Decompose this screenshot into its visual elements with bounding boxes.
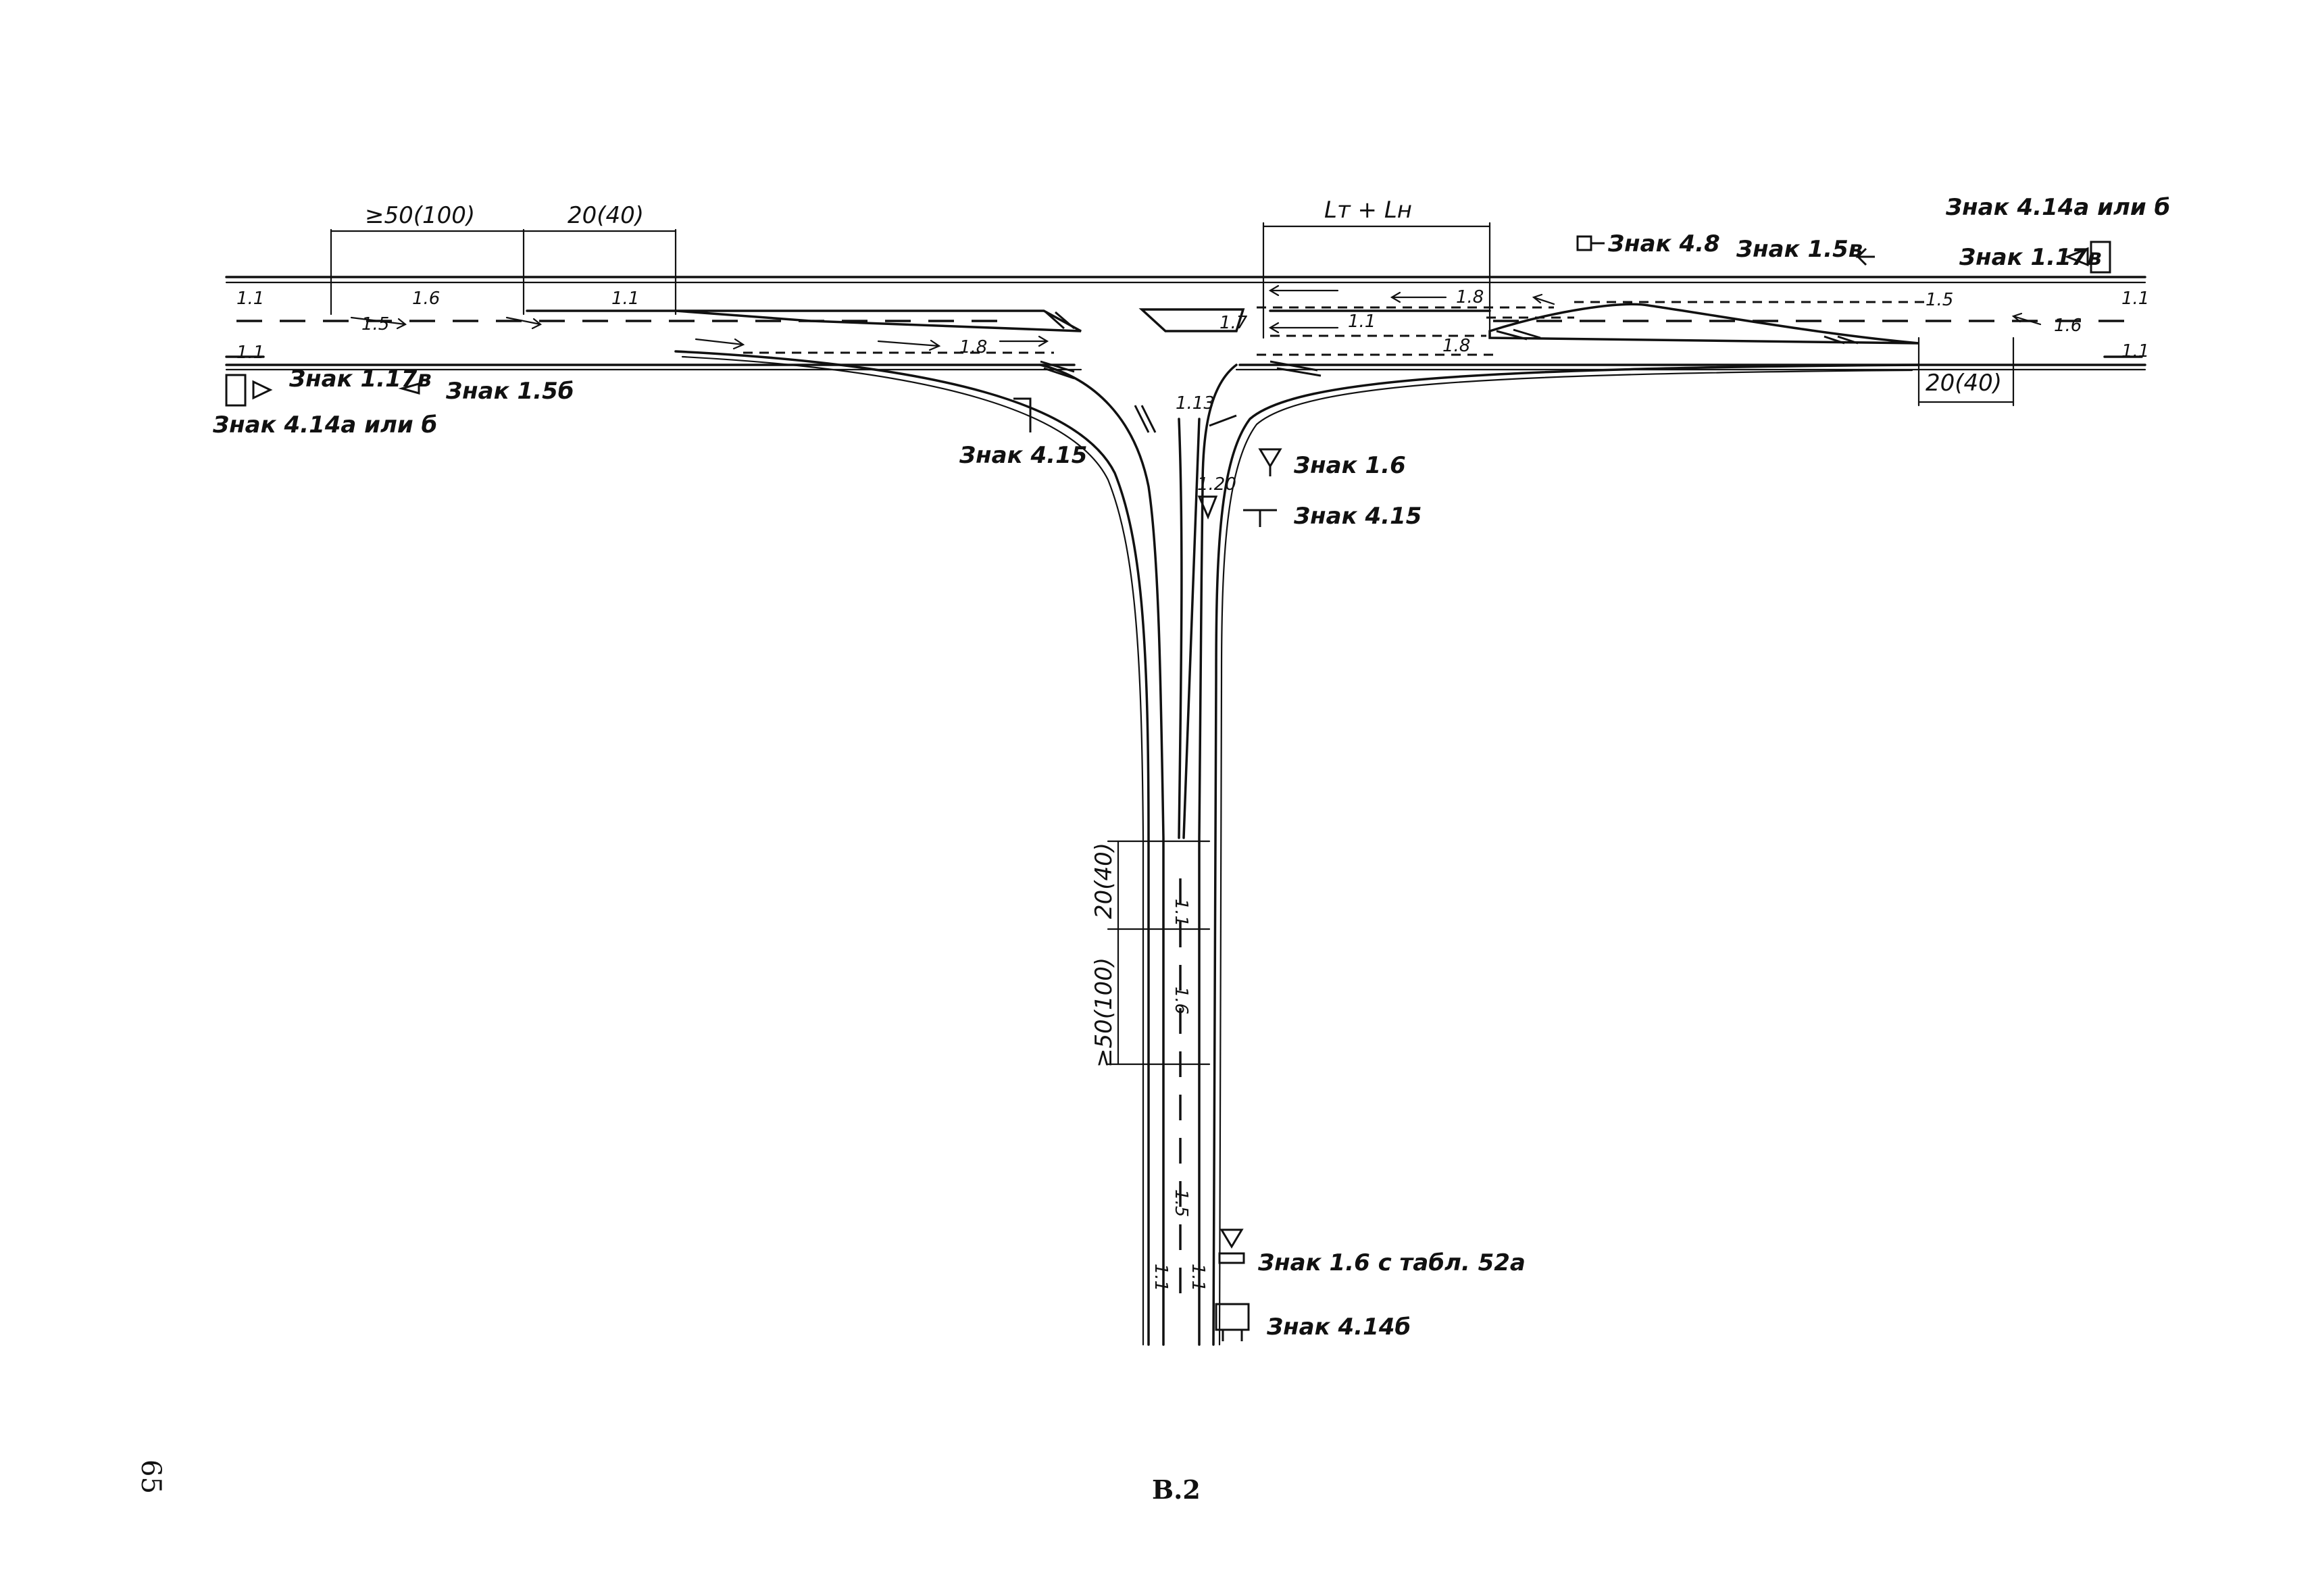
dimension-label: 20(40) [1090,843,1117,919]
dimension-label: Lт + Lн [1324,197,1412,224]
marking-label: 1.1 [1151,1264,1171,1291]
marking-label: 1.1 [1188,1264,1208,1291]
marking-label: 1.8 [1442,336,1470,356]
marking-label: 1.5 [1926,290,1953,310]
figure-label: В.2 [1152,1474,1201,1505]
marking-label: 1.1 [2121,289,2149,309]
sign-label: Знак 4.14а или б [1945,194,2170,221]
marking-label: 1.7 [1219,313,1248,333]
marking-label: 1.5 [1171,1189,1191,1217]
left-island [675,308,1245,332]
marking-label: 1.1 [236,289,264,309]
marking-label: 1.5 [361,314,389,334]
dimension-label: ≥50(100) [365,202,475,229]
marking-label: 1.6 [1171,987,1191,1014]
marking-label: 1.20 [1197,474,1236,495]
sign-label: Знак 4.14а или б [212,412,437,439]
arrow-icon [1855,247,1875,266]
page-number: 65 [135,1460,166,1494]
marking-label: 1.1 [236,343,264,363]
right-island [1488,303,1919,345]
side-road [674,350,1920,1346]
triangle-sign-icon [1197,495,1218,520]
dimension-label: 20(40) [1926,370,2002,397]
dimension-label: ≥50(100) [1090,957,1117,1068]
sign-label: Знак 1.6 с табл. 52а [1257,1249,1526,1276]
dimension-lines [330,222,2015,1066]
sign-post-icon [2090,241,2111,274]
sign-label: Знак 1.5в [1736,236,1863,263]
sign-label: Знак 4.15 [1293,503,1422,530]
sign-post-icon [225,374,247,407]
sign-label: Знак 4.8 [1607,230,1720,257]
marking-label: 1.1 [611,289,639,309]
sign-label: Знак 1.17в [1959,244,2102,271]
sign-label: Знак 1.17в [288,366,432,393]
sign-label: Знак 1.6 [1293,452,1406,479]
sign-post-icon [1576,235,1592,251]
marking-label: 1.1 [2121,341,2149,361]
marking-label: 1.8 [959,337,987,357]
sign-post-icon [1215,1303,1250,1331]
sign-label: Знак 4.14б [1266,1314,1411,1341]
marking-label: 1.8 [1456,287,1484,307]
marking-label: 1.6 [412,289,440,309]
sign-symbols [225,235,2111,1341]
marking-label: 1.1 [1348,311,1376,332]
triangle-sign-icon [1219,1228,1244,1249]
marking-label: 1.6 [2054,316,2082,336]
marking-label: 1.1 [1171,899,1191,926]
marking-label: 1.13 [1176,393,1215,414]
triangle-sign-icon [1258,448,1282,476]
sign-label: Знак 1.5б [445,378,574,405]
main-road [225,276,2146,371]
dimension-label: 20(40) [568,202,644,229]
sign-label: Знак 4.15 [959,442,1087,469]
direction-arrows [350,284,2042,351]
